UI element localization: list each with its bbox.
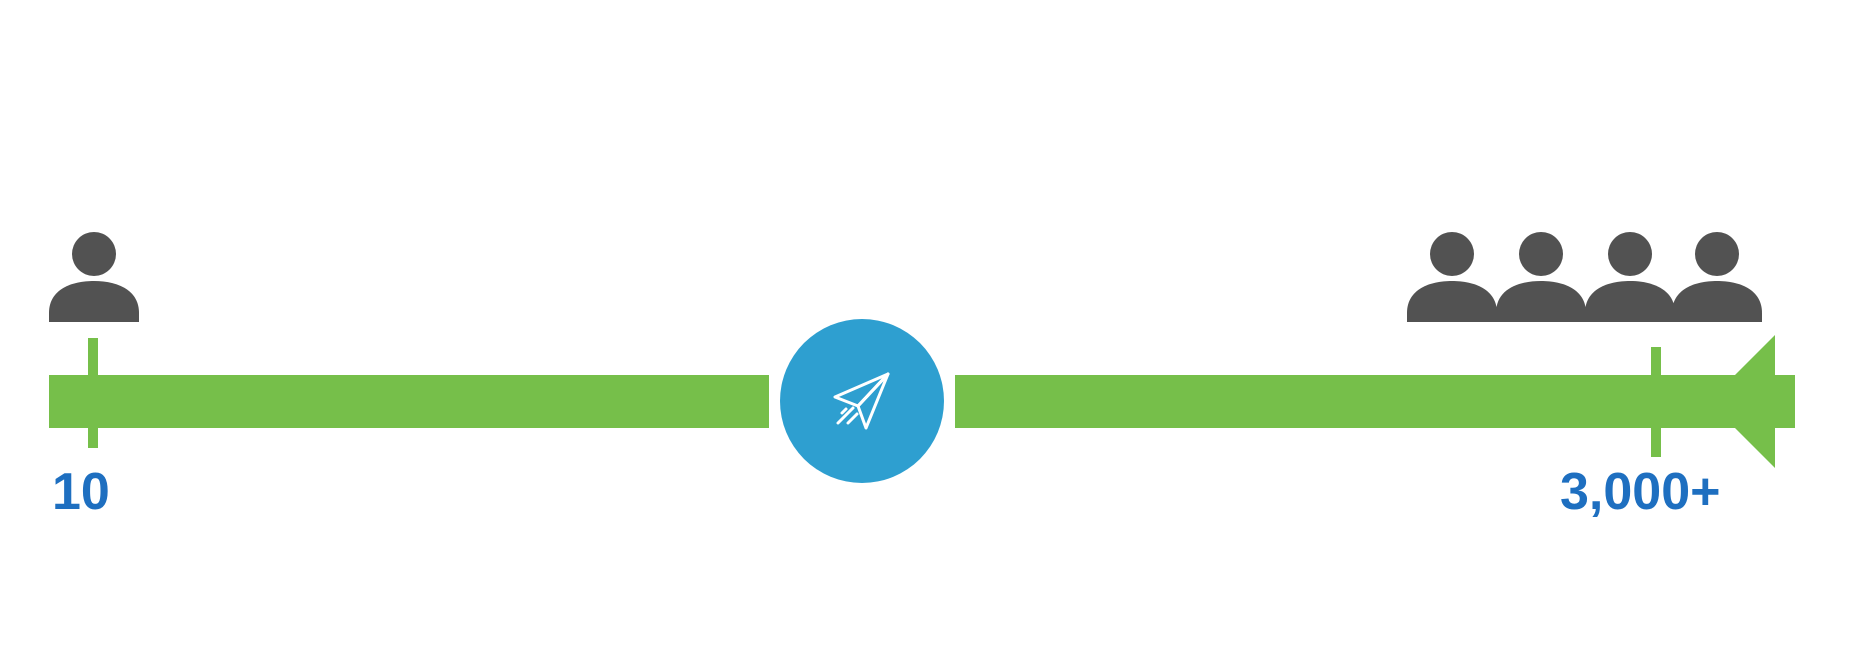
timeline-bar (49, 335, 1795, 468)
end-person-group (1407, 232, 1762, 322)
start-person-group (49, 232, 139, 322)
circle-gap-left (769, 370, 785, 433)
end-tick (1651, 347, 1661, 457)
circle-gap-right (939, 370, 955, 433)
start-value-label: 10 (52, 463, 110, 521)
person-icon (1585, 232, 1675, 322)
paper-plane-icon (833, 372, 890, 430)
end-value-label: 3,000+ (1560, 463, 1721, 521)
person-icon (1407, 232, 1497, 322)
bar-left-segment (49, 375, 769, 428)
arrow-head (1735, 335, 1795, 468)
person-icon (1672, 232, 1762, 322)
start-tick (88, 338, 98, 448)
person-icon (1496, 232, 1586, 322)
person-icon (49, 232, 139, 322)
bar-right-segment (955, 375, 1735, 428)
